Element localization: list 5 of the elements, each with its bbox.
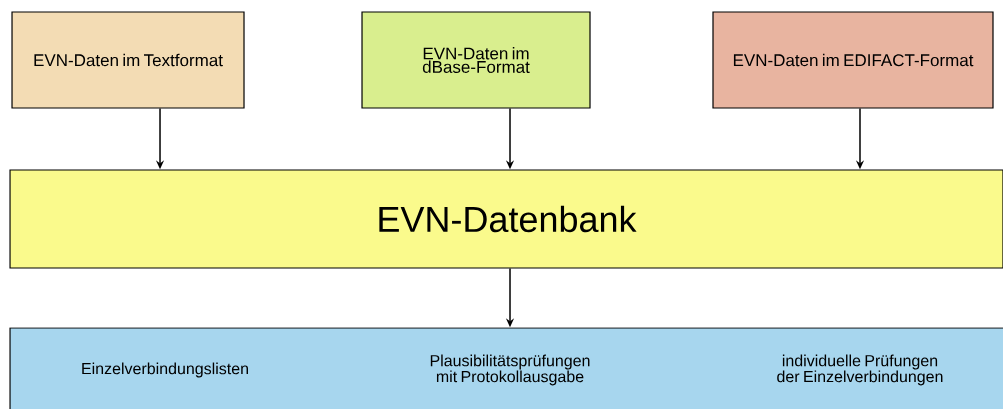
box: EVN-Daten im dBase-Format bbox=[361, 11, 591, 109]
band: Einzelverbindungslisten Plausibilitätsprüfungen mit Protokollausgabe individuelle Prüfungen der Einzelverbindungen bbox=[9, 327, 1003, 409]
box: EVN-Datenbank bbox=[9, 169, 1003, 269]
box: EVN-Daten im EDIFACT-Format bbox=[712, 11, 994, 109]
box: EVN-Daten im Textformat bbox=[11, 11, 245, 109]
